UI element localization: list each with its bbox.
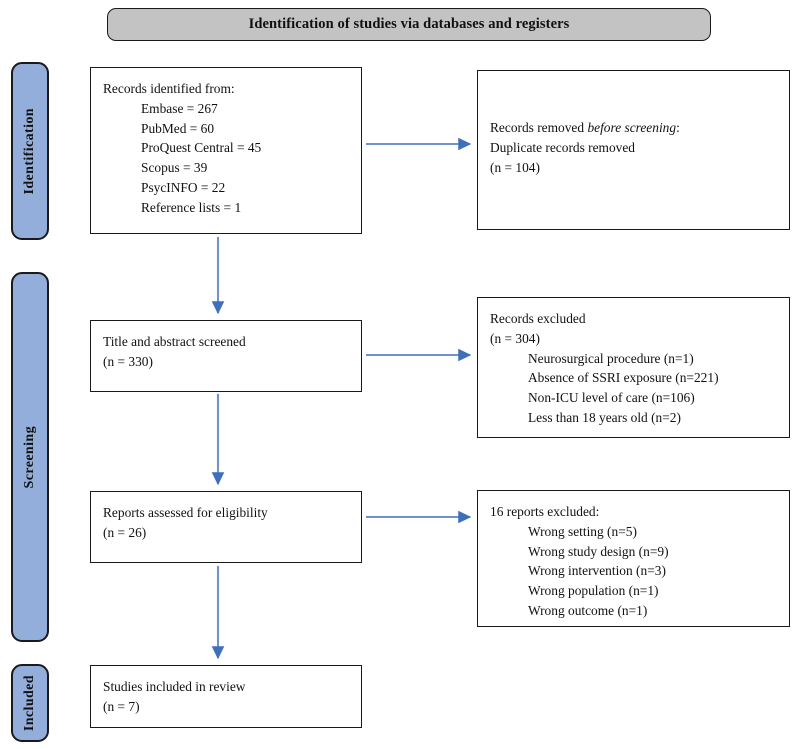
box-records-excluded: Records excluded (n = 304) Neurosurgical… <box>477 297 790 438</box>
exclusion-reason: Absence of SSRI exposure (n=221) <box>528 370 719 386</box>
stage-label-screening: Screening <box>11 272 49 642</box>
stage-label-identification: Identification <box>11 62 49 240</box>
exclusion-reason: Neurosurgical procedure (n=1) <box>528 350 694 366</box>
box-reports-excluded: 16 reports excluded: Wrong setting (n=5)… <box>477 490 790 627</box>
box-heading: Reports assessed for eligibility <box>103 505 268 520</box>
box-reports-assessed-for-eligibility: Reports assessed for eligibility (n = 26… <box>90 491 362 563</box>
heading-italic-text: before screening <box>587 120 677 135</box>
box-heading: Records removed before screening: <box>490 118 777 138</box>
diagram-title-banner: Identification of studies via databases … <box>107 8 711 41</box>
box-records-removed-before-screening: Records removed before screening: Duplic… <box>477 70 790 230</box>
exclusion-reason: Non-ICU level of care (n=106) <box>528 390 695 406</box>
exclusion-reason: Less than 18 years old (n=2) <box>528 410 681 426</box>
source-line: ProQuest Central = 45 <box>141 140 262 156</box>
box-count: (n = 304) <box>490 330 540 346</box>
box-count: (n = 104) <box>490 159 540 175</box>
source-line: PsycINFO = 22 <box>141 180 226 196</box>
heading-post-text: : <box>676 120 680 135</box>
box-studies-included-in-review: Studies included in review (n = 7) <box>90 665 362 728</box>
box-count: (n = 7) <box>103 698 140 714</box>
exclusion-reason: Wrong study design (n=9) <box>528 543 669 559</box>
exclusion-reason: Wrong outcome (n=1) <box>528 603 648 619</box>
box-subline: Duplicate records removed <box>490 139 636 155</box>
box-title-abstract-screened: Title and abstract screened (n = 330) <box>90 320 362 392</box>
box-heading: Title and abstract screened <box>103 334 246 349</box>
box-count: (n = 26) <box>103 524 147 540</box>
box-heading: 16 reports excluded: <box>490 504 600 519</box>
source-line: Embase = 267 <box>141 100 218 116</box>
diagram-title: Identification of studies via databases … <box>248 16 570 32</box>
box-heading: Records identified from: <box>103 81 235 96</box>
heading-pre-text: Records removed <box>490 120 588 135</box>
box-heading: Studies included in review <box>103 679 246 694</box>
source-line: PubMed = 60 <box>141 120 215 136</box>
exclusion-reason: Wrong intervention (n=3) <box>528 563 666 579</box>
box-heading: Records excluded <box>490 311 586 326</box>
box-records-identified: Records identified from: Embase = 267 Pu… <box>90 67 362 234</box>
source-line: Reference lists = 1 <box>141 199 242 215</box>
exclusion-reason: Wrong setting (n=5) <box>528 523 637 539</box>
source-line: Scopus = 39 <box>141 160 208 176</box>
exclusion-reason: Wrong population (n=1) <box>528 583 659 599</box>
stage-label-included: Included <box>11 664 49 742</box>
box-count: (n = 330) <box>103 353 153 369</box>
